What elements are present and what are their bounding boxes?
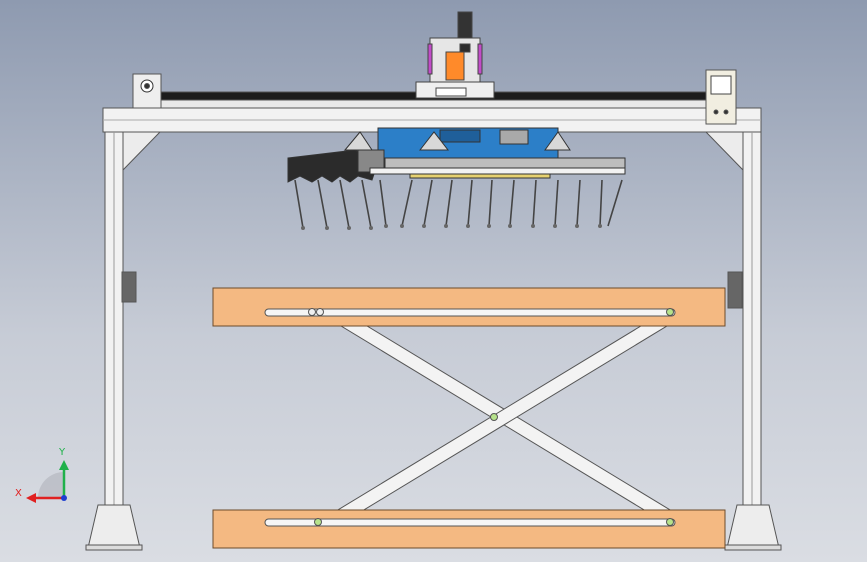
axis-z-arrow-icon (61, 495, 67, 501)
tine-tips (301, 224, 602, 230)
reference-triad[interactable]: Y X (15, 447, 69, 503)
top-slot (264, 308, 676, 317)
right-gusset (704, 131, 744, 172)
servo-motor[interactable] (457, 11, 473, 39)
right-sensor (727, 271, 743, 309)
carriage-assembly[interactable] (415, 11, 495, 99)
top-platform[interactable] (212, 287, 726, 327)
left-sensor (121, 271, 137, 303)
gripper-head[interactable] (287, 127, 626, 183)
gripper-tines (294, 179, 623, 229)
axis-y-label: Y (58, 447, 66, 458)
bottom-platform[interactable] (212, 509, 726, 549)
scissor-lift[interactable] (212, 287, 726, 549)
gearbox-orange[interactable] (445, 51, 465, 81)
axis-x-label: X (15, 488, 22, 499)
left-gusset (122, 131, 162, 172)
center-pivot (490, 413, 498, 421)
bottom-slot (264, 518, 676, 527)
